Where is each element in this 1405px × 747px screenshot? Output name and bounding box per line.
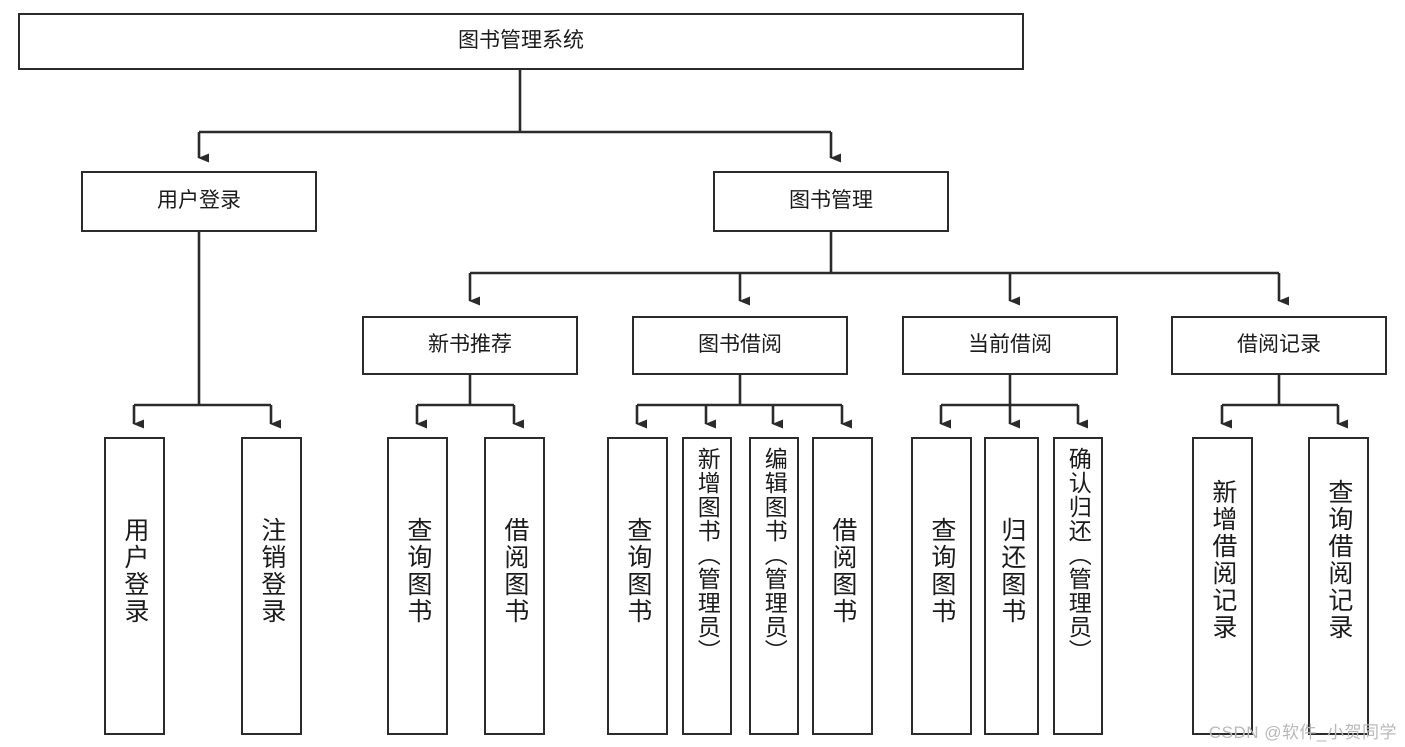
node-label: 当前借阅: [968, 333, 1052, 357]
leaf-new-book-borrow[interactable]: 借阅图书: [484, 437, 545, 735]
leaf-borrow-query-book[interactable]: 查询图书: [607, 437, 668, 735]
leaf-borrow-add-book-admin[interactable]: 新增图书（管理员）: [682, 437, 732, 735]
node-label: 注销登录: [257, 517, 286, 625]
node-label: 借阅记录: [1237, 333, 1321, 357]
node-label: 新增图书（管理员）: [694, 447, 721, 663]
node-borrow-records[interactable]: 借阅记录: [1171, 316, 1387, 375]
node-label: 借阅图书: [828, 517, 857, 625]
leaf-current-return-book[interactable]: 归还图书: [984, 437, 1039, 735]
node-new-book-recommend[interactable]: 新书推荐: [362, 316, 578, 375]
node-label: 编辑图书（管理员）: [761, 447, 788, 663]
leaf-new-book-query[interactable]: 查询图书: [387, 437, 448, 735]
leaf-current-query-book[interactable]: 查询图书: [911, 437, 972, 735]
node-label: 图书借阅: [698, 333, 782, 357]
node-label: 确认归还（管理员）: [1065, 447, 1092, 663]
node-book-borrow[interactable]: 图书借阅: [632, 316, 848, 375]
node-label: 用户登录: [120, 517, 149, 625]
node-book-management[interactable]: 图书管理: [713, 171, 949, 232]
leaf-borrow-edit-book-admin[interactable]: 编辑图书（管理员）: [749, 437, 799, 735]
node-label: 新增借阅记录: [1208, 479, 1237, 641]
node-label: 借阅图书: [500, 517, 529, 625]
node-label: 查询图书: [623, 517, 652, 625]
node-label: 图书管理: [789, 189, 873, 213]
leaf-records-add-record[interactable]: 新增借阅记录: [1192, 437, 1253, 735]
node-label: 查询图书: [927, 517, 956, 625]
leaf-current-confirm-return-admin[interactable]: 确认归还（管理员）: [1053, 437, 1103, 735]
node-label: 查询借阅记录: [1324, 479, 1353, 641]
leaf-borrow-borrow-book[interactable]: 借阅图书: [812, 437, 873, 735]
node-label: 新书推荐: [428, 333, 512, 357]
leaf-user-login-signout[interactable]: 注销登录: [241, 437, 302, 735]
node-label: 用户登录: [157, 189, 241, 213]
leaf-user-login-signin[interactable]: 用户登录: [104, 437, 165, 735]
node-label: 归还图书: [997, 517, 1026, 625]
leaf-records-query-record[interactable]: 查询借阅记录: [1308, 437, 1369, 735]
node-label: 图书管理系统: [458, 29, 584, 53]
node-label: 查询图书: [403, 517, 432, 625]
node-root-system[interactable]: 图书管理系统: [18, 13, 1024, 70]
node-current-borrow[interactable]: 当前借阅: [902, 316, 1118, 375]
node-user-login[interactable]: 用户登录: [81, 171, 317, 232]
